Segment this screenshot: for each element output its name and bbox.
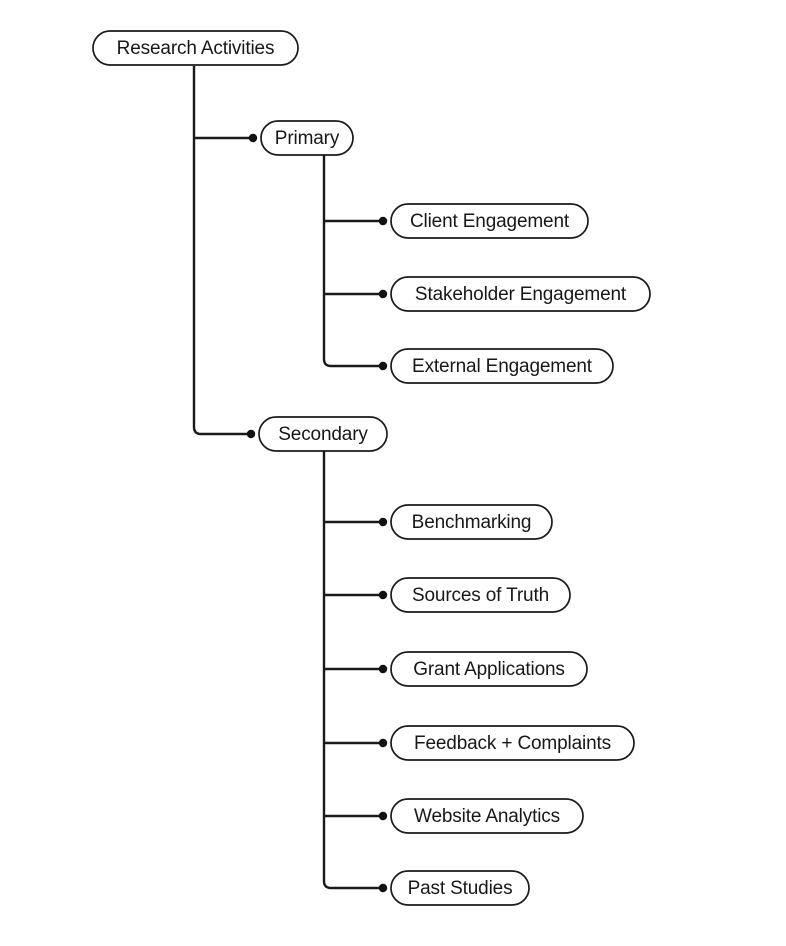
node-label-sources-of-truth: Sources of Truth xyxy=(412,585,549,606)
node-pill-research-activities[interactable] xyxy=(92,30,299,66)
edge-dot-website-analytics xyxy=(378,811,388,821)
node-pill-feedback-complaints[interactable] xyxy=(390,725,635,761)
trunk-connector-secondary xyxy=(322,451,383,890)
node-pill-sources-of-truth[interactable] xyxy=(390,577,571,613)
node-pill-external-engagement[interactable] xyxy=(390,348,614,384)
node-pill-secondary[interactable] xyxy=(258,416,388,452)
connector-layer xyxy=(192,66,388,893)
edge-dot-feedback-complaints xyxy=(378,738,388,748)
node-label-stakeholder-engagement: Stakeholder Engagement xyxy=(415,284,627,305)
root-trunk-connector xyxy=(192,66,251,436)
node-label-benchmarking: Benchmarking xyxy=(412,512,532,533)
trunk-connector-primary xyxy=(322,155,383,368)
edge-dot-past-studies xyxy=(378,883,388,893)
edge-dot-grant-applications xyxy=(378,664,388,674)
edge-dot-primary xyxy=(248,133,258,143)
node-primary[interactable]: Primary xyxy=(260,120,354,156)
node-label-website-analytics: Website Analytics xyxy=(414,806,560,827)
node-past-studies[interactable]: Past Studies xyxy=(390,870,530,906)
edge-dot-benchmarking xyxy=(378,517,388,527)
node-website-analytics[interactable]: Website Analytics xyxy=(390,798,584,834)
node-pill-website-analytics[interactable] xyxy=(390,798,584,834)
node-pill-client-engagement[interactable] xyxy=(390,203,589,239)
node-client-engagement[interactable]: Client Engagement xyxy=(390,203,589,239)
node-label-client-engagement: Client Engagement xyxy=(410,211,570,232)
node-pill-past-studies[interactable] xyxy=(390,870,530,906)
node-label-feedback-complaints: Feedback + Complaints xyxy=(414,733,611,754)
edge-dot-external-engagement xyxy=(378,361,388,371)
node-secondary[interactable]: Secondary xyxy=(258,416,388,452)
node-external-engagement[interactable]: External Engagement xyxy=(390,348,614,384)
node-pill-grant-applications[interactable] xyxy=(390,651,588,687)
node-pill-primary[interactable] xyxy=(260,120,354,156)
edge-dot-secondary xyxy=(246,429,256,439)
node-feedback-complaints[interactable]: Feedback + Complaints xyxy=(390,725,635,761)
node-pill-stakeholder-engagement[interactable] xyxy=(390,276,651,312)
edge-dot-client-engagement xyxy=(378,216,388,226)
node-grant-applications[interactable]: Grant Applications xyxy=(390,651,588,687)
node-label-secondary: Secondary xyxy=(278,424,368,445)
node-label-grant-applications: Grant Applications xyxy=(413,659,565,680)
node-label-past-studies: Past Studies xyxy=(408,878,513,899)
edge-dot-sources-of-truth xyxy=(378,590,388,600)
edge-dot-stakeholder-engagement xyxy=(378,289,388,299)
node-label-research-activities: Research Activities xyxy=(117,38,275,59)
node-benchmarking[interactable]: Benchmarking xyxy=(390,504,553,540)
node-label-external-engagement: External Engagement xyxy=(412,356,593,377)
node-sources-of-truth[interactable]: Sources of Truth xyxy=(390,577,571,613)
node-research-activities[interactable]: Research Activities xyxy=(92,30,299,66)
node-label-primary: Primary xyxy=(275,128,340,149)
node-stakeholder-engagement[interactable]: Stakeholder Engagement xyxy=(390,276,651,312)
node-pill-benchmarking[interactable] xyxy=(390,504,553,540)
